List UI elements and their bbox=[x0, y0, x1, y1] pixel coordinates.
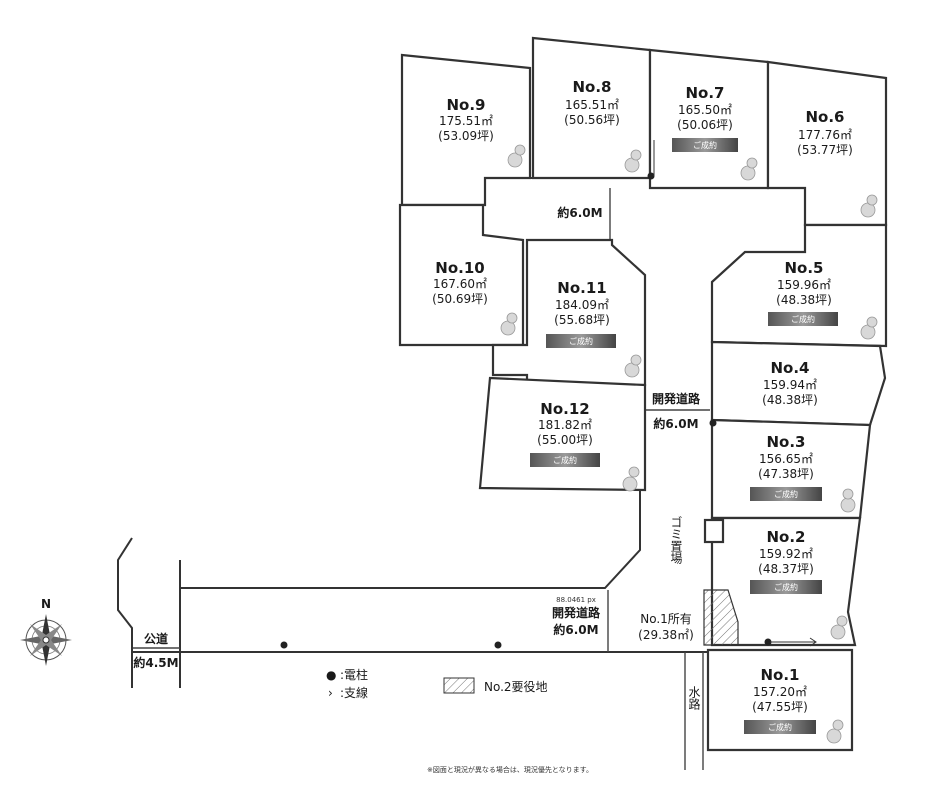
lot-label-no5: No.5 159.96㎡ (48.38坪) bbox=[776, 259, 832, 307]
tree-icons bbox=[500, 144, 878, 744]
legend-pole-label: :電柱 bbox=[340, 667, 368, 682]
svg-text:No.5: No.5 bbox=[785, 259, 824, 277]
svg-text:ご成約: ご成約 bbox=[774, 582, 798, 592]
svg-text:184.09㎡: 184.09㎡ bbox=[555, 298, 609, 312]
garbage-label: ゴミ置場 bbox=[669, 515, 683, 565]
svg-text:(55.68坪): (55.68坪) bbox=[554, 313, 610, 327]
svg-text:177.76㎡: 177.76㎡ bbox=[798, 128, 852, 142]
legend: ● :電柱 › :支線 No.2要役地 bbox=[326, 667, 548, 700]
svg-text:(47.55坪): (47.55坪) bbox=[752, 700, 808, 714]
lot-label-no3: No.3 156.65㎡ (47.38坪) bbox=[758, 433, 814, 481]
svg-text:No.4: No.4 bbox=[771, 359, 810, 377]
svg-text:ご成約: ご成約 bbox=[768, 722, 792, 732]
lot-label-no2: No.2 159.92㎡ (48.37坪) bbox=[758, 528, 814, 576]
lot-label-no9: No.9 175.51㎡ (53.09坪) bbox=[438, 96, 494, 143]
lot-label-no4: No.4 159.94㎡ (48.38坪) bbox=[762, 359, 818, 407]
svg-text:ご成約: ご成約 bbox=[791, 314, 815, 324]
svg-text:(48.38坪): (48.38坪) bbox=[762, 393, 818, 407]
lot-label-no8: No.8 165.51㎡ (50.56坪) bbox=[564, 78, 620, 127]
legend-guy-label: :支線 bbox=[340, 685, 368, 700]
svg-text:No.12: No.12 bbox=[540, 400, 589, 418]
sold-badge-no12: ご成約 bbox=[530, 453, 600, 467]
public-road-width: 約4.5M bbox=[133, 655, 178, 670]
lot-label-no6: No.6 177.76㎡ (53.77坪) bbox=[797, 108, 853, 157]
footnote: ※図面と現況が異なる場合は、現況優先となります。 bbox=[427, 765, 593, 774]
sold-badge-no5: ご成約 bbox=[768, 312, 838, 326]
no1-owned-label: No.1所有 bbox=[640, 612, 692, 626]
dev-road-width: 約6.0M bbox=[653, 416, 698, 431]
svg-text:ご成約: ご成約 bbox=[693, 140, 717, 150]
lot-no12[interactable] bbox=[478, 376, 647, 492]
legend-pole-symbol: ● bbox=[326, 668, 336, 682]
easement-area bbox=[703, 589, 739, 646]
public-road-label: 公道 bbox=[144, 631, 168, 646]
sold-badge-no1: ご成約 bbox=[744, 720, 816, 734]
svg-text:ご成約: ご成約 bbox=[553, 455, 577, 465]
svg-text:159.94㎡: 159.94㎡ bbox=[763, 378, 817, 392]
main-dev-road-width: 約6.0M bbox=[553, 622, 598, 637]
svg-text:159.92㎡: 159.92㎡ bbox=[759, 547, 813, 561]
road-outlines bbox=[117, 188, 710, 770]
svg-text:No.2: No.2 bbox=[767, 528, 806, 546]
svg-text:(48.38坪): (48.38坪) bbox=[776, 293, 832, 307]
svg-text:165.50㎡: 165.50㎡ bbox=[678, 103, 732, 117]
lot-label-no1: No.1 157.20㎡ (47.55坪) bbox=[752, 666, 808, 714]
garbage-area bbox=[703, 518, 725, 544]
sold-badge-no11: ご成約 bbox=[546, 334, 616, 348]
lot-no10[interactable] bbox=[398, 203, 525, 347]
dev-road-label: 開発道路 bbox=[652, 391, 701, 406]
svg-text:(50.56坪): (50.56坪) bbox=[564, 113, 620, 127]
svg-text:No.10: No.10 bbox=[435, 259, 484, 277]
waterway-label: 水路 bbox=[687, 686, 701, 711]
svg-text:167.60㎡: 167.60㎡ bbox=[433, 277, 487, 291]
svg-text:(47.38坪): (47.38坪) bbox=[758, 467, 814, 481]
sold-badge-no3: ご成約 bbox=[750, 487, 822, 501]
svg-text:159.96㎡: 159.96㎡ bbox=[777, 278, 831, 292]
svg-text:(50.06坪): (50.06坪) bbox=[677, 118, 733, 132]
lot-no4[interactable] bbox=[710, 340, 887, 427]
svg-text:No.6: No.6 bbox=[806, 108, 845, 126]
legend-easement-label: No.2要役地 bbox=[484, 679, 548, 694]
svg-text:(53.09坪): (53.09坪) bbox=[438, 129, 494, 143]
svg-text:No.7: No.7 bbox=[686, 84, 725, 102]
sold-badge-no7: ご成約 bbox=[672, 138, 738, 152]
utility-poles bbox=[280, 140, 817, 649]
svg-text:No.3: No.3 bbox=[767, 433, 806, 451]
svg-text:157.20㎡: 157.20㎡ bbox=[753, 685, 807, 699]
svg-text:165.51㎡: 165.51㎡ bbox=[565, 98, 619, 112]
svg-text:156.65㎡: 156.65㎡ bbox=[759, 452, 813, 466]
svg-text:No.9: No.9 bbox=[447, 96, 486, 114]
sold-badge-no2: ご成約 bbox=[750, 580, 822, 594]
lot-label-no12: No.12 181.82㎡ (55.00坪) bbox=[537, 400, 593, 447]
svg-text:(48.37坪): (48.37坪) bbox=[758, 562, 814, 576]
lot-label-no11: No.11 184.09㎡ (55.68坪) bbox=[554, 279, 610, 327]
svg-text:N: N bbox=[41, 597, 51, 611]
svg-text:ご成約: ご成約 bbox=[569, 336, 593, 346]
measure-note: 88.0461 px bbox=[556, 596, 596, 604]
svg-text:175.51㎡: 175.51㎡ bbox=[439, 114, 493, 128]
svg-text:No.1: No.1 bbox=[761, 666, 800, 684]
lot-label-no7: No.7 165.50㎡ (50.06坪) bbox=[677, 84, 733, 132]
svg-text:ご成約: ご成約 bbox=[774, 489, 798, 499]
inner-road-width: 約6.0M bbox=[557, 205, 602, 220]
no1-owned-area: (29.38㎡) bbox=[638, 628, 694, 642]
svg-text:No.8: No.8 bbox=[573, 78, 612, 96]
lot-no5[interactable] bbox=[710, 223, 888, 348]
svg-text:(53.77坪): (53.77坪) bbox=[797, 143, 853, 157]
svg-text:No.11: No.11 bbox=[557, 279, 606, 297]
svg-text:(50.69坪): (50.69坪) bbox=[432, 292, 488, 306]
compass-icon: N bbox=[20, 597, 72, 666]
lot-label-no10: No.10 167.60㎡ (50.69坪) bbox=[432, 259, 488, 306]
svg-text:181.82㎡: 181.82㎡ bbox=[538, 418, 592, 432]
legend-guy-symbol: › bbox=[328, 686, 333, 700]
main-dev-road-label: 開発道路 bbox=[552, 605, 601, 620]
svg-text:(55.00坪): (55.00坪) bbox=[537, 433, 593, 447]
